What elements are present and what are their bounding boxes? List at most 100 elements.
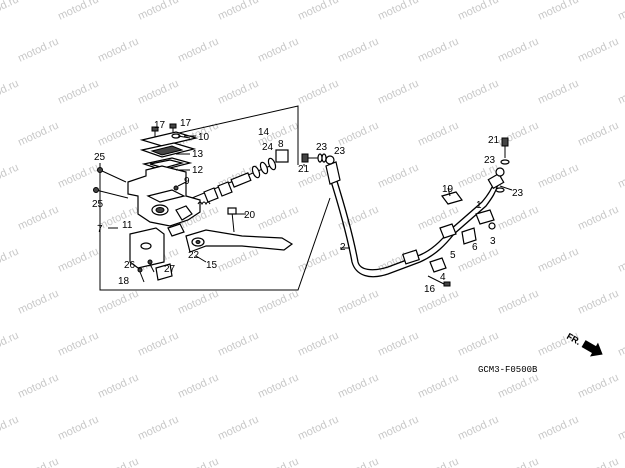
- watermark-text: motod.ru: [216, 77, 260, 106]
- watermark-text: motod.ru: [536, 413, 580, 442]
- watermark-text: motod.ru: [456, 77, 500, 106]
- watermark-text: motod.ru: [56, 77, 100, 106]
- callout-21a: 21: [298, 164, 310, 175]
- watermark-text: motod.ru: [536, 245, 580, 274]
- watermark-text: motod.ru: [296, 329, 340, 358]
- watermark-text: motod.ru: [376, 77, 420, 106]
- group-frame-top: [147, 105, 299, 165]
- watermark-text: motod.ru: [296, 0, 340, 23]
- callout-22: 22: [188, 250, 200, 261]
- callout-17b: 17: [180, 118, 192, 129]
- watermark-text: motod.ru: [256, 287, 300, 316]
- watermark-text: motod.ru: [496, 287, 540, 316]
- callout-8: 8: [278, 139, 284, 150]
- callout-14: 14: [258, 127, 270, 138]
- watermark-text: motod.ru: [136, 329, 180, 358]
- callout-27: 27: [164, 264, 176, 275]
- pivot-bolt: [227, 207, 237, 233]
- watermark-text: motod.ru: [296, 245, 340, 274]
- watermark-text: motod.ru: [216, 0, 260, 23]
- watermark-text: motod.ru: [576, 35, 620, 64]
- watermark-text: motod.ru: [456, 245, 500, 274]
- watermark-text: motod.ru: [136, 77, 180, 106]
- watermark-text: motod.ru: [216, 329, 260, 358]
- clutch-lever: [185, 229, 294, 253]
- watermark-text: motod.ru: [16, 287, 60, 316]
- holder-bolt: [93, 167, 129, 199]
- watermark-text: motod.ru: [336, 203, 380, 232]
- watermark-text: motod.ru: [496, 35, 540, 64]
- watermark-text: motod.ru: [176, 287, 220, 316]
- callout-16: 16: [424, 284, 436, 295]
- leader-lines: [176, 135, 513, 263]
- watermark-text: motod.ru: [376, 0, 420, 23]
- clutch-switch: [167, 223, 185, 237]
- small-screws: [137, 259, 173, 283]
- watermark-text: motod.ru: [216, 245, 260, 274]
- watermark-text: motod.ru: [376, 329, 420, 358]
- callout-19: 19: [442, 184, 454, 195]
- watermark-text: motod.ru: [136, 413, 180, 442]
- watermark-text: motod.ru: [416, 35, 460, 64]
- watermark-text: motod.ru: [456, 413, 500, 442]
- callout-23c: 23: [484, 155, 496, 166]
- callout-labels: 17 17 10 13 12 9 14 24 8 25 25 7 11 20 2…: [92, 118, 524, 295]
- watermark-text: motod.ru: [376, 161, 420, 190]
- watermark-text: motod.ru: [456, 0, 500, 23]
- watermark-text: motod.ru: [96, 455, 140, 468]
- callout-25b: 25: [92, 199, 104, 210]
- watermark-text: motod.ru: [496, 455, 540, 468]
- watermark-text: motod.ru: [16, 455, 60, 468]
- group-frame: [99, 163, 331, 291]
- watermark-text: motod.ru: [496, 203, 540, 232]
- master-cylinder-group: [93, 105, 331, 291]
- watermark-text: motod.ru: [456, 329, 500, 358]
- watermark-text: motod.ru: [576, 203, 620, 232]
- watermark-text: motod.ru: [256, 455, 300, 468]
- watermark-text: motod.ru: [416, 119, 460, 148]
- watermark-text: motod.ru: [16, 119, 60, 148]
- callout-10: 10: [198, 132, 210, 143]
- watermark-text: motod.ru: [176, 35, 220, 64]
- watermark-text: motod.ru: [0, 0, 21, 23]
- watermark-text: motod.ru: [376, 413, 420, 442]
- diagram-code: GCM3-F0500B: [478, 365, 538, 375]
- callout-4: 4: [440, 272, 446, 283]
- hose-clamps: [427, 187, 496, 287]
- reservoir-cap: [139, 131, 199, 147]
- watermark-text: motod.ru: [496, 371, 540, 400]
- watermark-text: motod.ru: [616, 329, 625, 358]
- watermark-text: motod.ru: [616, 77, 625, 106]
- callout-1: 1: [476, 200, 482, 211]
- watermark-text: motod.ru: [256, 35, 300, 64]
- callout-21b: 21: [488, 135, 500, 146]
- watermark-text: motod.ru: [616, 161, 625, 190]
- callout-24: 24: [262, 142, 274, 153]
- watermark-text: motod.ru: [616, 245, 625, 274]
- watermark-text: motod.ru: [576, 287, 620, 316]
- watermark-text: motod.ru: [336, 455, 380, 468]
- callout-13: 13: [192, 149, 204, 160]
- watermark-text: motod.ru: [296, 413, 340, 442]
- watermark-text: motod.ru: [56, 0, 100, 23]
- callout-3: 3: [490, 236, 496, 247]
- watermark-text: motod.ru: [96, 371, 140, 400]
- arrow-icon: [581, 340, 603, 357]
- watermark-text: motod.ru: [0, 329, 21, 358]
- callout-26: 26: [124, 260, 136, 271]
- callout-6: 6: [472, 242, 478, 253]
- callout-20: 20: [244, 210, 256, 221]
- watermark-text: motod.ru: [16, 371, 60, 400]
- oil-bolts: [301, 137, 510, 193]
- callout-12: 12: [192, 165, 204, 176]
- watermark-text: motod.ru: [616, 413, 625, 442]
- callout-18: 18: [118, 276, 130, 287]
- callout-9: 9: [184, 176, 190, 187]
- watermark-text: motod.ru: [56, 245, 100, 274]
- callout-23d: 23: [512, 188, 524, 199]
- watermark-text: motod.ru: [336, 35, 380, 64]
- watermark-text: motod.ru: [296, 77, 340, 106]
- watermark-text: motod.ru: [56, 413, 100, 442]
